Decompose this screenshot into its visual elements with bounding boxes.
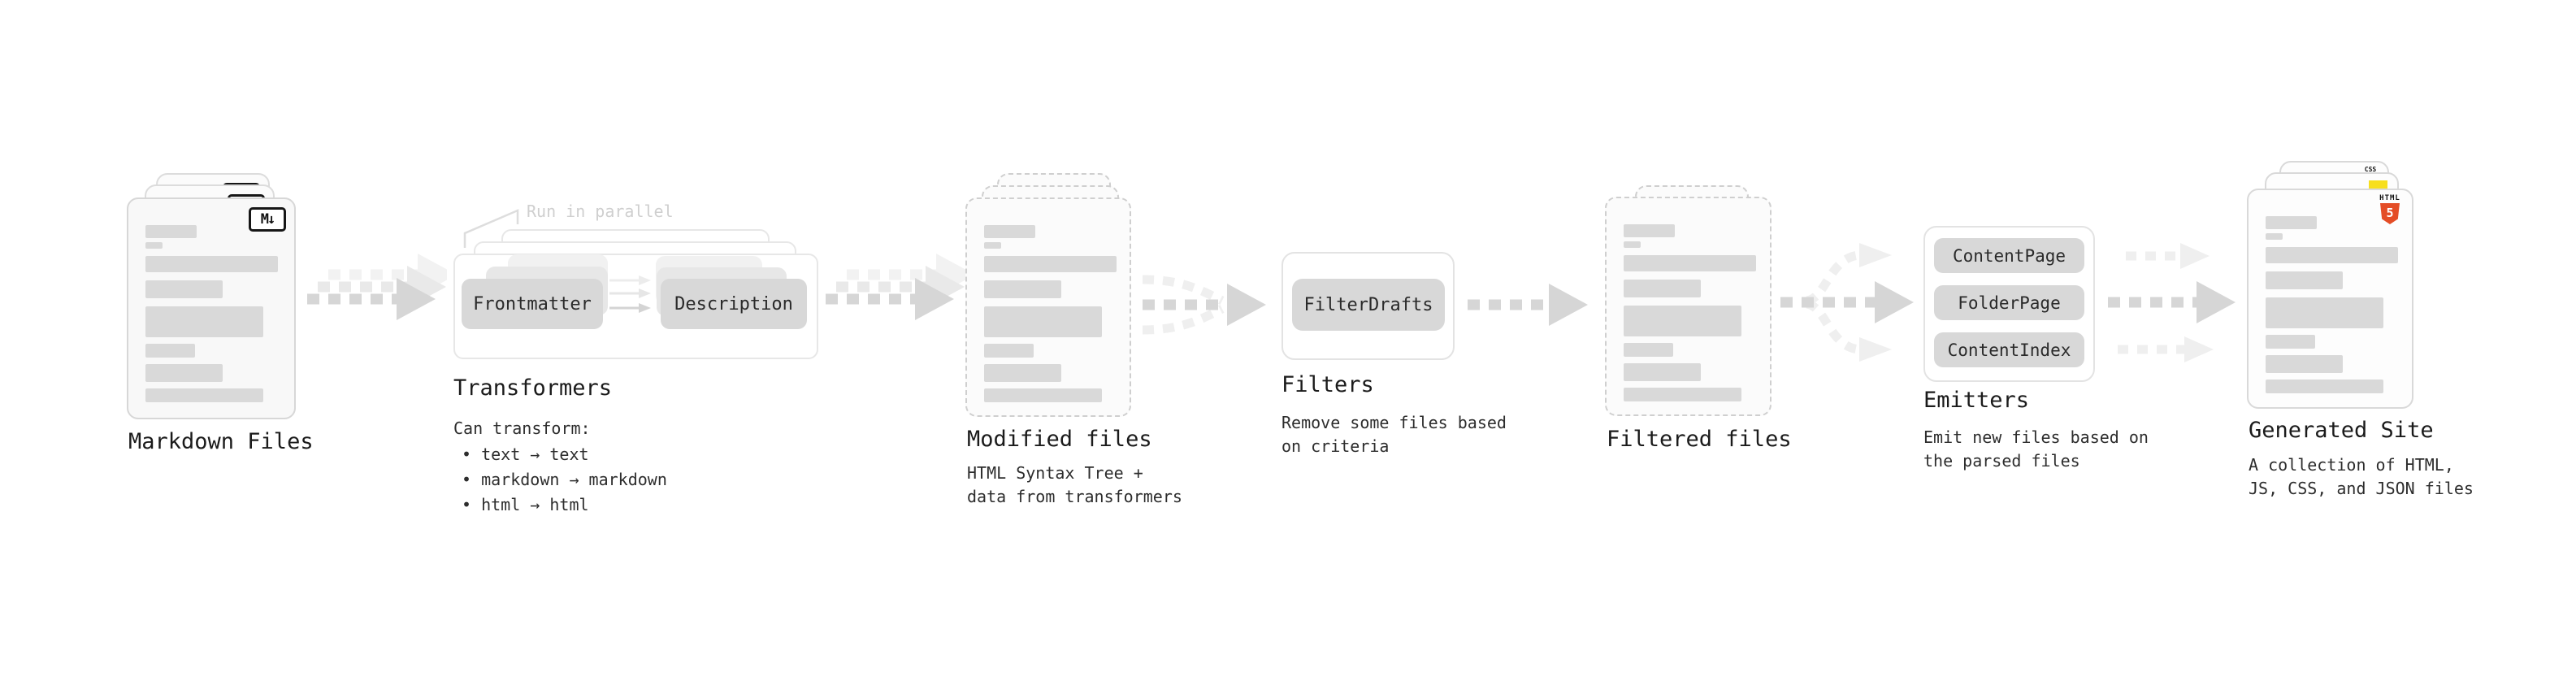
markdown-to-transformers-arrow bbox=[307, 254, 447, 320]
filters-to-filtered-arrow bbox=[1468, 284, 1588, 326]
filters-title: Filters bbox=[1281, 372, 1374, 397]
description-node: Description bbox=[661, 279, 807, 329]
markdown-files-title: Markdown Files bbox=[128, 429, 314, 454]
emitters-title: Emitters bbox=[1923, 388, 2030, 413]
filters-subtitle: Remove some files based on criteria bbox=[1281, 413, 1507, 456]
generated-site-subtitle: A collection of HTML, JS, CSS, and JSON … bbox=[2249, 455, 2474, 498]
filterdrafts-node: FilterDrafts bbox=[1292, 279, 1445, 331]
modified-to-filters-converging-arrow bbox=[1142, 275, 1266, 335]
parallel-run-arrows-icon bbox=[609, 275, 651, 313]
bullet-item: • markdown → markdown bbox=[462, 470, 667, 489]
filterdrafts-node-label: FilterDrafts bbox=[1303, 294, 1433, 315]
frontmatter-node-label: Frontmatter bbox=[473, 293, 592, 314]
annotation-leader-line bbox=[463, 209, 519, 248]
description-node-label: Description bbox=[674, 293, 793, 314]
contentindex-node-label: ContentIndex bbox=[1947, 340, 2071, 360]
file-content-placeholder bbox=[128, 199, 294, 418]
markdown-file-card-front: M↓ bbox=[127, 197, 296, 419]
bullet-item: • html → html bbox=[462, 495, 589, 514]
contentpage-node-label: ContentPage bbox=[1952, 245, 2066, 266]
transformers-lead: Can transform: bbox=[453, 419, 591, 438]
contentindex-node: ContentIndex bbox=[1934, 332, 2084, 367]
transformers-bullet-list: • text → text • markdown → markdown • ht… bbox=[462, 442, 667, 518]
markdown-icon: M↓ bbox=[249, 207, 286, 232]
transformers-title: Transformers bbox=[453, 375, 613, 401]
filtered-file-card-front bbox=[1605, 197, 1772, 416]
bullet-item: • text → text bbox=[462, 445, 589, 464]
file-content-placeholder bbox=[967, 199, 1130, 415]
file-content-placeholder bbox=[2249, 190, 2412, 407]
modified-files-title: Modified files bbox=[967, 427, 1152, 452]
transformers-to-modified-arrow bbox=[826, 254, 965, 320]
folderpage-node: FolderPage bbox=[1934, 285, 2084, 320]
file-content-placeholder bbox=[1607, 198, 1770, 414]
modified-file-card-front bbox=[965, 197, 1131, 417]
folderpage-node-label: FolderPage bbox=[1958, 293, 2061, 313]
contentpage-node: ContentPage bbox=[1934, 238, 2084, 273]
html5-icon: HTML 5 bbox=[2376, 194, 2404, 224]
emitters-to-generated-arrows bbox=[2108, 243, 2236, 362]
filtered-to-emitters-diverging-arrows bbox=[1780, 243, 1914, 362]
filtered-files-title: Filtered files bbox=[1607, 427, 1792, 452]
run-in-parallel-annotation: Run in parallel bbox=[527, 202, 674, 221]
generated-site-title: Generated Site bbox=[2249, 418, 2434, 443]
modified-files-subtitle: HTML Syntax Tree + data from transformer… bbox=[967, 463, 1182, 506]
generated-file-card-front: HTML 5 bbox=[2247, 189, 2413, 409]
emitters-subtitle: Emit new files based on the parsed files bbox=[1923, 427, 2149, 471]
frontmatter-node: Frontmatter bbox=[462, 279, 603, 329]
